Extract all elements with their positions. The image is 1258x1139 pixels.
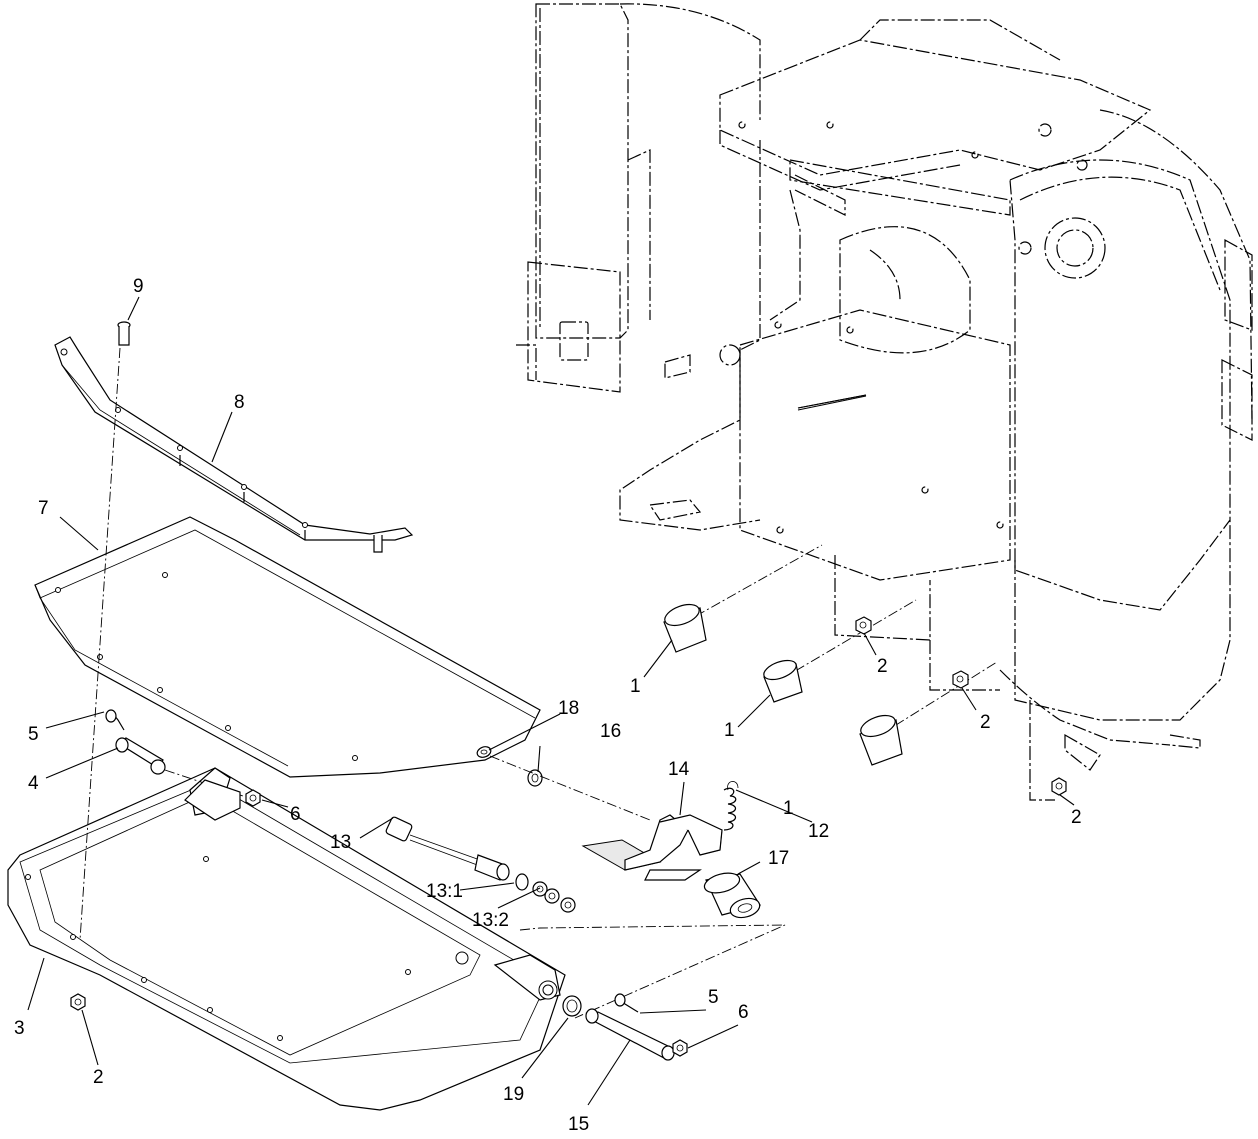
- callout-2-mid: 2: [980, 712, 991, 733]
- callout-16: 16: [600, 721, 621, 742]
- washers: [476, 746, 651, 821]
- callout-13-2: 13:2: [472, 910, 509, 931]
- bushing: [703, 872, 761, 919]
- callout-19: 19: [503, 1084, 524, 1105]
- callout-8: 8: [234, 392, 245, 413]
- return-spring: [723, 781, 739, 831]
- callout-9: 9: [133, 276, 144, 297]
- assembly-path: [519, 924, 786, 1019]
- callout-17: 17: [768, 848, 789, 869]
- callout-2-pan: 2: [93, 1067, 104, 1088]
- leader-lines: [27, 296, 1075, 1106]
- callout-1-mid: 1: [724, 720, 735, 741]
- switch-assembly: [385, 816, 576, 913]
- lock-nuts: [70, 616, 1067, 1011]
- callout-labels: 9 8 7 5 4 6 13 13:1 13:2 3 2 18 16 14 12…: [14, 276, 1082, 1135]
- assembly-centerline: [79, 347, 121, 941]
- callout-1-low: 1: [783, 798, 794, 819]
- callout-15: 15: [568, 1114, 589, 1135]
- callout-12: 12: [808, 821, 829, 842]
- hitch-pins: [663, 544, 998, 766]
- callout-3: 3: [14, 1018, 25, 1039]
- callout-14: 14: [668, 759, 690, 780]
- callout-5-left: 5: [28, 724, 39, 745]
- callout-6-left: 6: [290, 804, 301, 825]
- callout-4: 4: [28, 773, 39, 794]
- callout-13-1: 13:1: [426, 881, 463, 902]
- base-pan: [7, 767, 566, 1111]
- shield-plate: [34, 516, 541, 778]
- actuator-bracket: [581, 814, 723, 881]
- mounting-bar: [54, 336, 414, 553]
- callout-5-right: 5: [708, 987, 719, 1008]
- callout-7: 7: [38, 498, 49, 519]
- callout-2-low: 2: [1071, 807, 1082, 828]
- machine-frame: [516, 3, 1253, 801]
- callout-1-top: 1: [630, 676, 641, 697]
- callout-13: 13: [330, 832, 351, 853]
- callout-18: 18: [558, 698, 579, 719]
- callout-2-top: 2: [877, 656, 888, 677]
- left-pin-group: [105, 709, 261, 821]
- callout-6-right: 6: [738, 1002, 749, 1023]
- flat-screw: [117, 321, 131, 346]
- right-pin-group: [562, 993, 688, 1061]
